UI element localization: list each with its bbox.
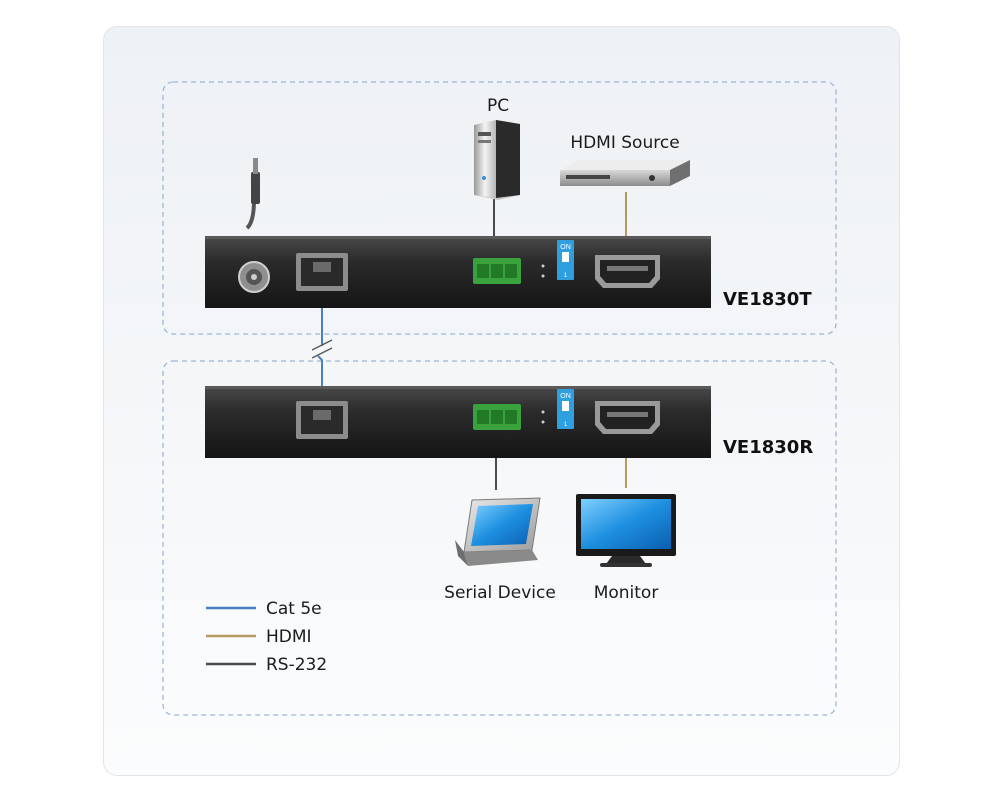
rj45-port-icon bbox=[296, 253, 348, 291]
cat5e-break-mark-1 bbox=[311, 339, 333, 351]
receiver-zone bbox=[162, 360, 837, 716]
power-plug-icon bbox=[245, 158, 260, 230]
dip-switch-on-label: ON bbox=[560, 244, 571, 251]
hdmi-source-icon bbox=[560, 160, 690, 186]
monitor-label: Monitor bbox=[594, 583, 659, 603]
legend-label-cat5e: Cat 5e bbox=[266, 599, 322, 619]
serial-device-icon bbox=[455, 497, 541, 566]
transmitter-zone bbox=[162, 81, 837, 335]
dip-switch-position-label: 1 bbox=[564, 273, 568, 279]
rj45-port-icon bbox=[296, 401, 348, 439]
ve1830r-unit: ON 1 bbox=[205, 386, 711, 458]
hdmi-port-icon bbox=[595, 255, 660, 288]
terminal-block-icon bbox=[473, 258, 521, 284]
hdmi-source-label: HDMI Source bbox=[570, 133, 679, 153]
legend-label-hdmi: HDMI bbox=[266, 627, 312, 647]
terminal-block-icon bbox=[473, 404, 521, 430]
legend: Cat 5e HDMI RS-232 bbox=[206, 599, 327, 675]
receiver-model-label: VE1830R bbox=[723, 437, 813, 458]
monitor-icon bbox=[576, 494, 676, 567]
cat5e-break-mark-2 bbox=[311, 347, 333, 359]
pc-tower-icon bbox=[474, 120, 520, 200]
hdmi-port-icon bbox=[595, 401, 660, 434]
transmitter-model-label: VE1830T bbox=[723, 289, 812, 310]
dip-switch-icon: ON 1 bbox=[557, 389, 574, 429]
legend-label-rs232: RS-232 bbox=[266, 655, 327, 675]
power-jack-icon bbox=[238, 261, 270, 293]
dip-switch-on-label: ON bbox=[560, 393, 571, 400]
dip-switch-icon: ON 1 bbox=[557, 240, 574, 280]
ve1830t-unit: ON 1 bbox=[205, 236, 711, 308]
pc-label: PC bbox=[487, 96, 509, 116]
dip-switch-position-label: 1 bbox=[564, 422, 568, 428]
serial-device-label: Serial Device bbox=[444, 583, 556, 603]
